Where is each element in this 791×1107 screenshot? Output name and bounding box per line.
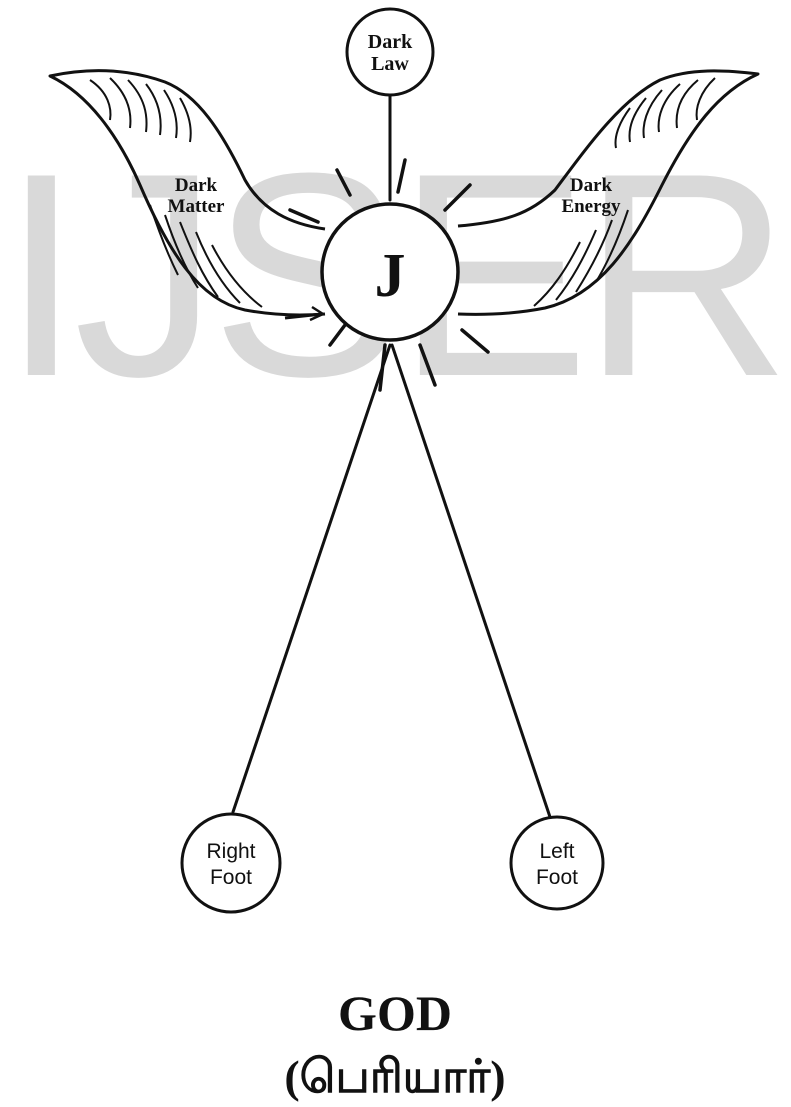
caption-title: GOD bbox=[338, 985, 452, 1041]
dark-energy-label-line1: Dark bbox=[570, 175, 613, 196]
left-foot-node: Left Foot bbox=[511, 817, 603, 909]
dark-law-label-line2: Law bbox=[371, 53, 409, 75]
right-foot-node: Right Foot bbox=[182, 814, 280, 912]
dark-energy-label-line2: Energy bbox=[561, 196, 621, 217]
caption-subtitle: (பெரியார்) bbox=[284, 1051, 505, 1102]
dark-matter-label-line1: Dark bbox=[175, 175, 218, 196]
right-foot-label-line1: Right bbox=[206, 840, 255, 863]
dark-law-node: Dark Law bbox=[347, 9, 433, 95]
right-foot-label-line2: Foot bbox=[210, 866, 252, 889]
dark-matter-label-line2: Matter bbox=[168, 196, 226, 217]
left-foot-label-line2: Foot bbox=[536, 866, 578, 889]
dark-law-label-line1: Dark bbox=[368, 31, 413, 53]
center-node: J bbox=[322, 204, 458, 340]
center-label: J bbox=[375, 242, 406, 310]
left-foot-label-line1: Left bbox=[539, 840, 574, 863]
